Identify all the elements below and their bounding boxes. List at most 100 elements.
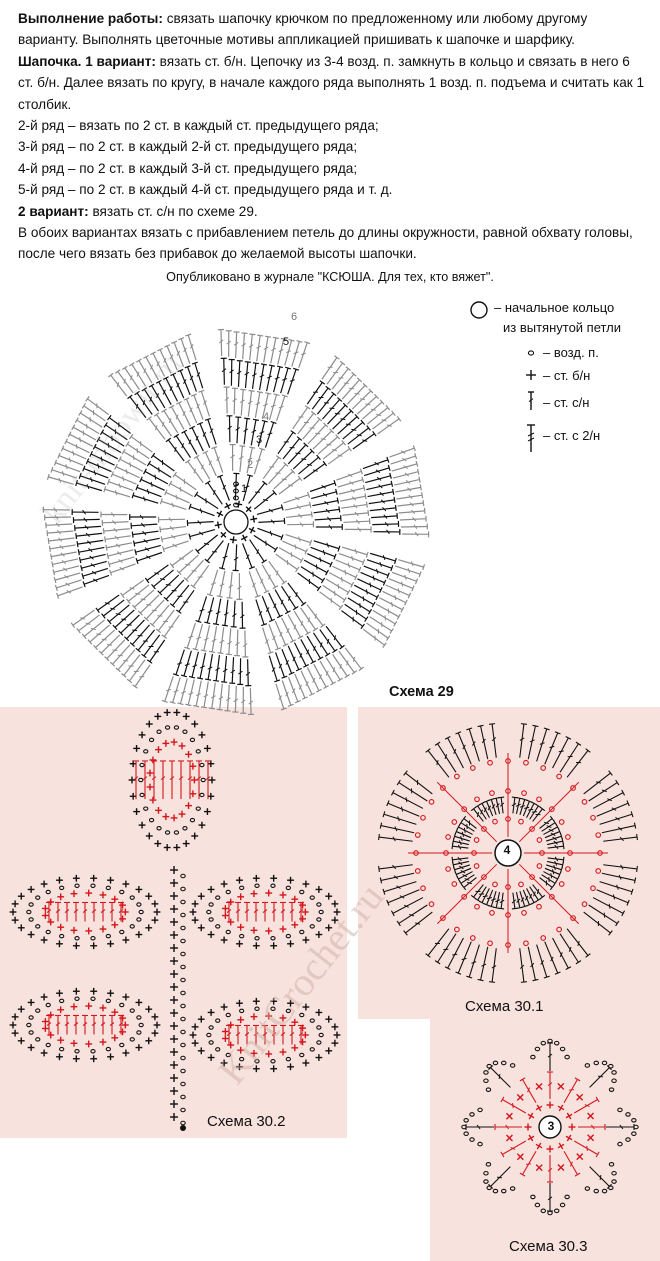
double-crochet [155,609,175,634]
single-crochet [208,776,216,784]
double-crochet [82,465,109,479]
double-crochet [483,889,494,907]
single-crochet [170,996,178,1004]
single-crochet [221,905,229,912]
double-crochet [261,564,279,590]
double-crochet [529,886,542,903]
legend-chain: – возд. п. [543,345,599,360]
chain-stitch [299,929,305,935]
double-crochet [331,366,351,390]
chain-stitch [485,1087,492,1092]
chain-stitch [527,350,535,356]
chain-stitch [608,1162,615,1167]
chain-stitch [139,762,145,768]
double-crochet [177,678,188,706]
double-crochet [253,489,277,510]
double-crochet [103,422,128,441]
double-crochet [157,574,180,596]
chain-stitch [199,762,205,768]
double-crochet [596,889,630,906]
double-crochet [206,569,219,597]
chain-stitch [233,502,239,508]
paragraph-variant2: 2 вариант: вязать ст. с/н по схеме 29. [18,201,648,222]
chain-stitch [105,1046,111,1052]
single-crochet [99,1038,107,1046]
double-crochet [366,559,394,572]
double-crochet [242,474,254,501]
chain-stitch [164,830,171,835]
chain-stitch [119,1002,125,1008]
chain-stitch [215,924,221,929]
chain-stitch [136,917,142,922]
double-crochet [309,479,337,493]
double-crochet [511,892,518,910]
single-crochet [325,924,333,932]
single-crochet [270,942,278,950]
double-crochet [109,901,115,922]
single-crochet [299,915,306,923]
double-crochet [77,546,105,556]
double-crochet [494,1124,522,1130]
double-crochet [245,659,252,687]
chain-stitch [617,1141,623,1147]
double-crochet [46,529,74,537]
double-crochet [344,647,365,672]
chain-stitch [413,850,419,856]
double-crochet [402,531,430,538]
single-crochet [236,1063,243,1071]
double-crochet [93,629,116,651]
double-crochet [470,806,484,822]
double-crochet [64,438,90,454]
double-crochet [327,402,349,425]
double-crochet [141,634,161,659]
single-crochet [145,1005,153,1013]
double-crochet [573,1096,600,1114]
double-crochet [109,1014,115,1035]
double-crochet [328,572,355,588]
chain-stitch [492,1188,499,1194]
single-crochet [250,890,258,898]
chain-stitch [200,777,206,783]
single-crochet [135,886,143,893]
double-crochet [91,1014,97,1035]
single-crochet [170,1087,178,1095]
single-crochet [248,526,256,534]
double-crochet [143,599,165,622]
single-crochet [153,1021,161,1029]
chain-stitch [428,901,435,907]
double-crochet [248,571,261,598]
chain-stitch [129,895,135,900]
double-crochet [578,1124,606,1130]
chain-stitch [270,883,276,888]
double-crochet [169,760,175,800]
double-crochet [454,828,472,839]
double-crochet [176,589,195,614]
chain-stitch [138,909,144,915]
single-crochet [99,891,107,899]
double-crochet [378,864,413,872]
double-crochet [157,516,185,523]
double-crochet [519,723,527,758]
single-crochet [279,1014,287,1022]
single-crochet [207,1054,215,1061]
single-crochet [557,1104,565,1112]
double-crochet [268,592,283,619]
double-crochet [316,391,337,415]
chain-stitch [139,792,145,798]
double-crochet [391,571,419,585]
chain-stitch [136,1030,142,1035]
double-crochet [169,549,194,569]
double-crochet [546,833,563,842]
double-crochet [310,546,337,560]
double-crochet [112,609,135,631]
double-crochet [173,433,192,459]
chain-stitch [474,903,480,910]
chain-stitch [595,868,602,874]
row-2-text: 2-й ряд – вязать по 2 ст. в каждый ст. п… [18,118,379,134]
ring-symbol [470,301,488,319]
double-crochet [81,403,106,422]
double-crochet [342,509,370,517]
double-crochet [341,377,363,400]
double-crochet [225,628,233,656]
single-crochet [191,1039,199,1047]
